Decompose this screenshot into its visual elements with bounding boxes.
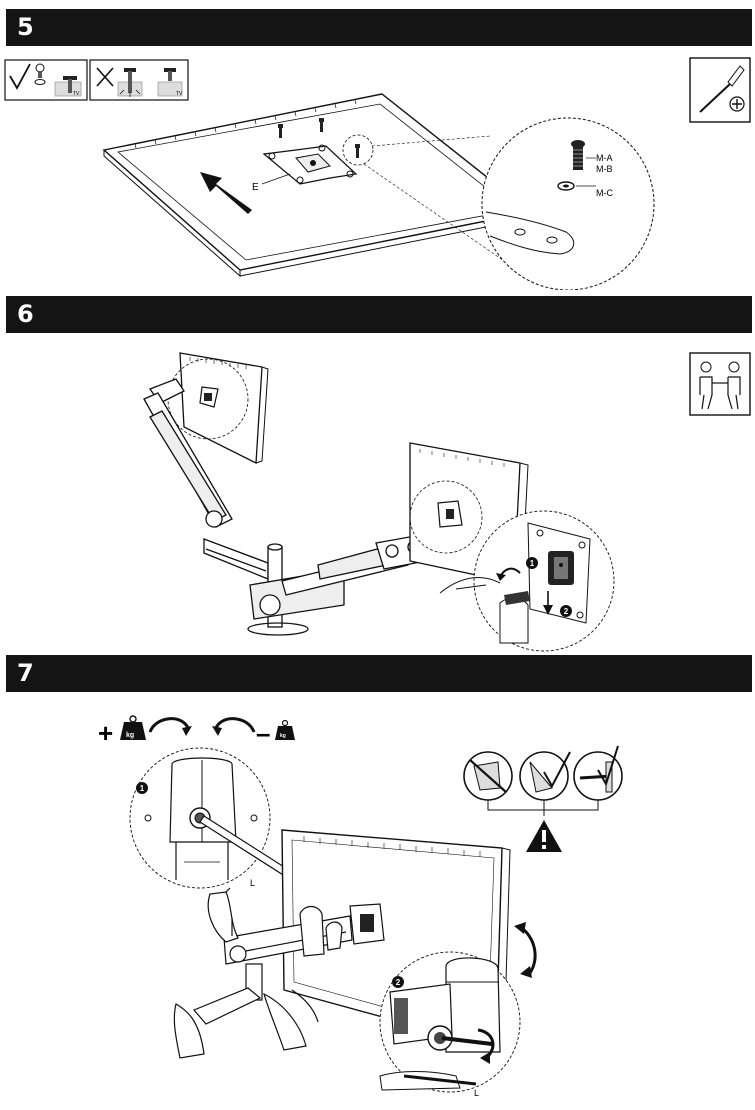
quick-release-detail-callout: 1 2	[439, 510, 615, 652]
weight-label-plus: kg	[126, 732, 134, 739]
tilt-options-warning	[463, 745, 623, 852]
step-marker-1: 1	[140, 784, 145, 793]
allen-key-label-1: L	[250, 878, 255, 888]
rotate-counterclockwise-icon	[214, 717, 256, 733]
step-6-header: 6	[6, 296, 752, 333]
step-marker-2: 2	[564, 607, 569, 616]
step-7-number: 7	[17, 659, 34, 687]
weight-adjust-legend: + kg – kg	[98, 715, 295, 748]
step-6-number: 6	[17, 300, 34, 328]
tv-panel-flat	[102, 93, 533, 278]
weight-label-minus: kg	[280, 733, 286, 739]
vesa-plate-e: E	[252, 144, 358, 193]
hardware-detail-callout: M-A M-B M-C	[481, 117, 655, 290]
check-icon	[9, 63, 31, 90]
step-5-header: 5	[6, 9, 752, 46]
rotate-clockwise-icon	[148, 717, 190, 733]
step-5-number: 5	[17, 13, 34, 41]
cross-icon	[96, 67, 114, 87]
tv-tag: TV	[176, 91, 183, 97]
left-monitor	[167, 352, 269, 465]
step-7-header: 7	[6, 655, 752, 692]
plate-label: E	[252, 182, 259, 193]
two-person-lift-icon	[689, 352, 751, 416]
wrong-hardware-box: TV	[89, 59, 189, 101]
correct-hardware-box: TV	[4, 59, 88, 101]
direction-arrow	[200, 172, 252, 214]
step-7-illustration: + kg – kg 1 L	[98, 715, 623, 1098]
tension-adjust-detail-2: 2 L	[379, 951, 521, 1098]
minus-sign: –	[256, 718, 270, 748]
arm-adjust-hands	[173, 887, 353, 1059]
step-marker-1: 1	[530, 559, 535, 568]
screws	[278, 118, 360, 158]
plus-sign: +	[98, 718, 113, 748]
washer-label: M-C	[596, 188, 613, 198]
tv-tag: TV	[73, 91, 80, 97]
tension-adjust-detail-1: 1 L	[129, 747, 293, 889]
step-marker-2: 2	[396, 978, 401, 987]
allen-key-label-2: L	[474, 1088, 479, 1098]
step-5-illustration: TV TV	[4, 57, 751, 290]
screwdriver-phillips-icon	[689, 57, 751, 123]
bolt-label-a: M-A	[596, 153, 613, 163]
bolt-label-b: M-B	[596, 164, 613, 174]
check-icon	[597, 745, 619, 787]
step-6-illustration: 1 2	[143, 352, 751, 652]
check-icon	[543, 751, 571, 789]
